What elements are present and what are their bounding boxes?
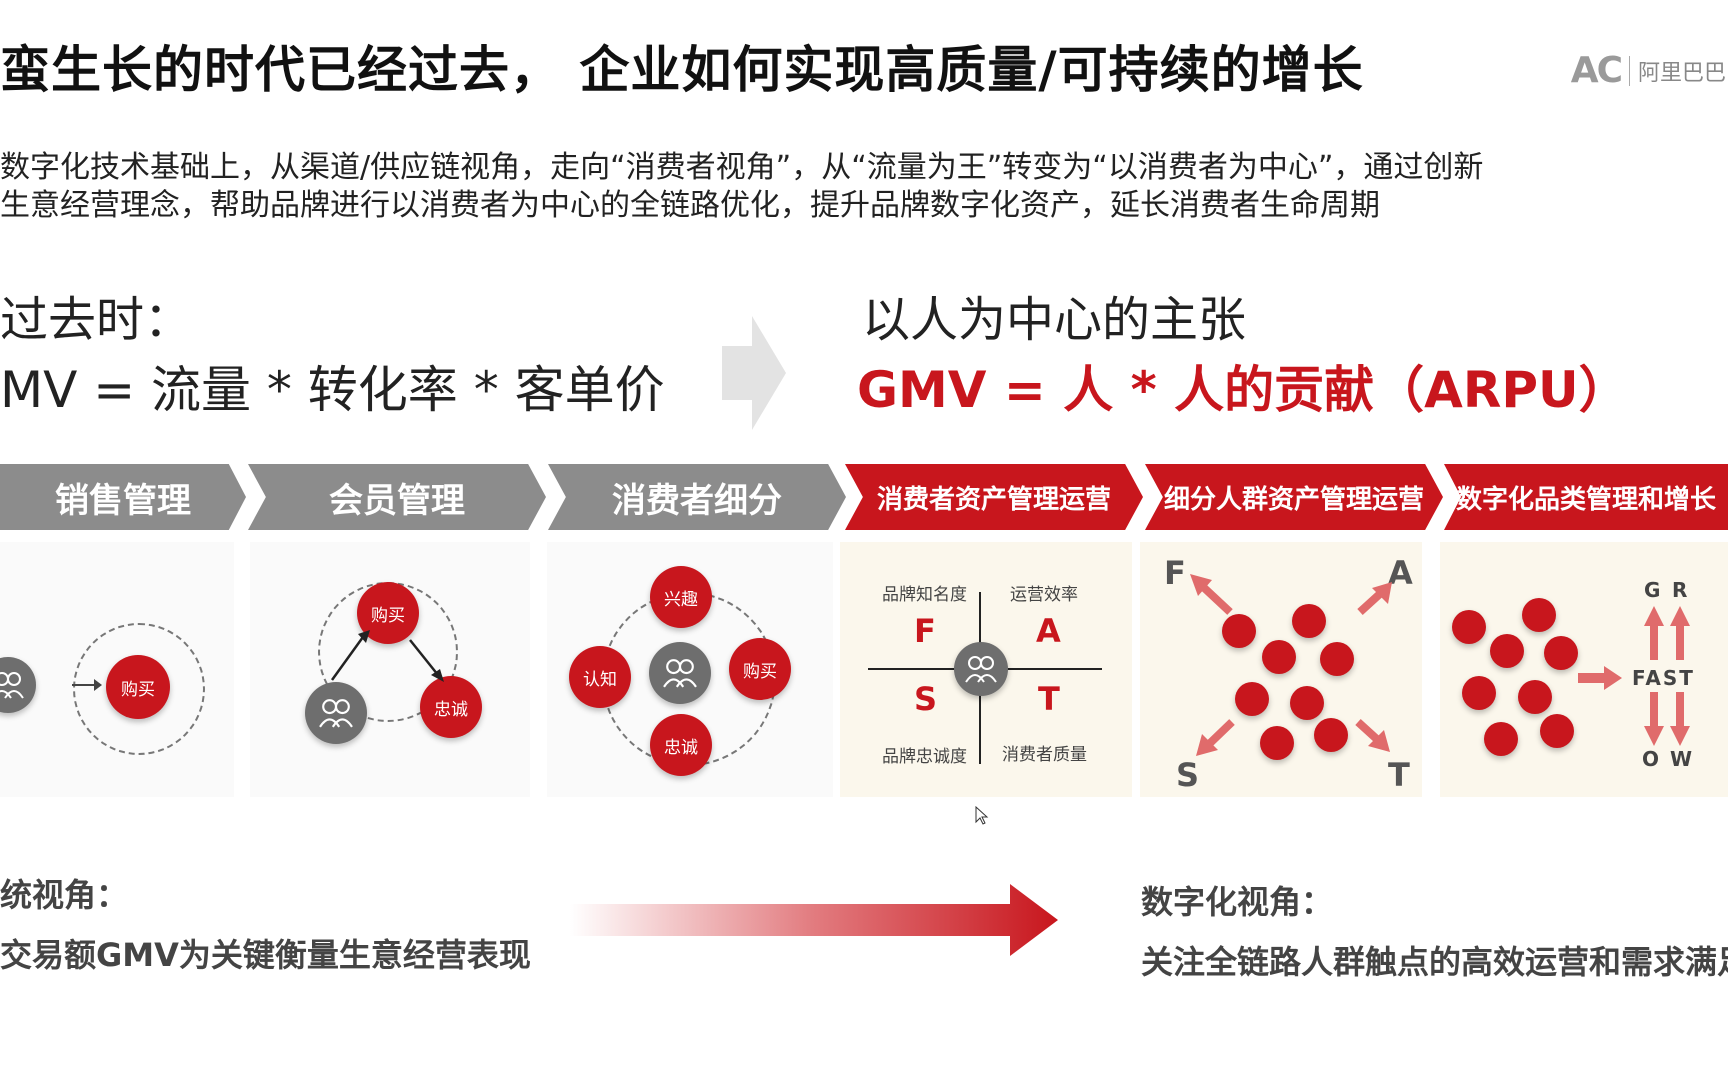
gradient-arrow-icon	[570, 884, 1058, 956]
new-formula: GMV = 人 * 人的贡献（ARPU）	[857, 361, 1629, 419]
person-dot	[1518, 680, 1552, 714]
person-dot	[1462, 676, 1496, 710]
stage-digital-category-growth: 数字化品类管理和增长	[1444, 464, 1728, 530]
buy-node: 购买	[357, 582, 419, 644]
page-title: 蛮生长的时代已经过去， 企业如何实现高质量/可持续的增长	[0, 41, 1364, 99]
mouse-cursor-icon	[975, 806, 989, 825]
divergent-arrows-icon	[1190, 574, 1392, 756]
person-dot	[1235, 682, 1269, 716]
flow-arrows-icon	[330, 630, 444, 682]
letter-t: T	[1038, 680, 1060, 718]
loyal-node: 忠诚	[650, 714, 712, 776]
stage-consumer-asset-ops: 消费者资产管理运营	[845, 464, 1143, 530]
person-dot	[1262, 640, 1296, 674]
person-dot	[1452, 610, 1486, 644]
stage-label: 消费者资产管理运营	[876, 484, 1111, 515]
panel-crowd: F A S T	[1140, 542, 1422, 797]
interest-node: 兴趣	[650, 566, 712, 628]
letter-f: F	[1164, 554, 1186, 592]
stage-member-management: 会员管理	[248, 464, 546, 530]
panel-fast: 品牌知名度 运营效率 F A S T 品牌忠诚度 消费者质量	[840, 542, 1132, 797]
consumer-quality-label: 消费者质量	[1002, 745, 1087, 765]
stage-label: 细分人群资产管理运营	[1163, 484, 1424, 515]
people-icon	[0, 657, 36, 713]
people-icon	[305, 682, 367, 744]
logo-mark: AC	[1570, 50, 1623, 91]
stage-segment-asset-ops: 细分人群资产管理运营	[1145, 464, 1443, 530]
stage-label: 会员管理	[329, 480, 465, 521]
buy-node: 购买	[729, 638, 791, 700]
person-dot	[1260, 726, 1294, 760]
aware-node: 认知	[569, 646, 631, 708]
letter-o: O	[1642, 747, 1662, 771]
new-approach-label: 以人为中心的主张	[862, 292, 1247, 348]
stage-label: 消费者细分	[612, 480, 782, 521]
digital-view-text: 关注全链路人群触点的高效运营和需求满足	[1141, 943, 1728, 981]
letter-a: A	[1388, 554, 1413, 592]
stage-consumer-segmentation: 消费者细分	[548, 464, 846, 530]
person-dot	[1290, 686, 1324, 720]
person-dot	[1522, 598, 1556, 632]
dashed-ring	[73, 623, 205, 755]
past-label: 过去时：	[0, 292, 193, 348]
panel-segment: 兴趣 认知 购买 忠诚	[547, 542, 833, 797]
person-dot	[1292, 604, 1326, 638]
panel-sales: 购买	[0, 542, 234, 797]
stage-label: 销售管理	[55, 480, 191, 521]
grow-arrows-icon	[1578, 606, 1690, 746]
person-dot	[1540, 714, 1574, 748]
person-dot	[1490, 634, 1524, 668]
letter-s: S	[1176, 756, 1200, 794]
panel-category: G R FAST O W	[1440, 542, 1728, 797]
person-dot	[1484, 722, 1518, 756]
fast-word: FAST	[1632, 666, 1695, 690]
traditional-view-label: 统视角：	[0, 876, 129, 914]
people-icon	[954, 642, 1008, 696]
transition-arrow-icon	[722, 316, 786, 430]
letter-s: S	[914, 680, 938, 718]
arrow-right-icon	[72, 679, 102, 691]
letter-f: F	[914, 612, 936, 650]
letter-w: W	[1670, 747, 1695, 771]
stage-sales-management: 销售管理	[0, 464, 246, 530]
loyal-node: 忠诚	[420, 676, 482, 738]
description-line-1: 数字化技术基础上，从渠道/供应链视角，走向“消费者视角”，从“流量为王”转变为“…	[0, 150, 1484, 185]
alibaba-logo: AC 阿里巴巴	[1571, 50, 1726, 91]
logo-divider	[1628, 55, 1630, 86]
brand-awareness-label: 品牌知名度	[882, 585, 967, 605]
brand-loyalty-label: 品牌忠诚度	[882, 747, 967, 767]
panel-member: 购买 忠诚	[250, 542, 530, 797]
letter-g: G	[1644, 578, 1663, 602]
person-dot	[1222, 614, 1256, 648]
description-line-2: 生意经营理念，帮助品牌进行以消费者为中心的全链路优化，提升品牌数字化资产，延长消…	[0, 188, 1380, 223]
logo-text: 阿里巴巴	[1637, 60, 1726, 86]
digital-view-label: 数字化视角：	[1141, 883, 1334, 921]
person-dot	[1544, 636, 1578, 670]
stage-label: 数字化品类管理和增长	[1455, 484, 1716, 515]
traditional-view-text: 交易额GMV为关键衡量生意经营表现	[0, 936, 531, 974]
person-dot	[1314, 718, 1348, 752]
letter-r: R	[1672, 578, 1690, 602]
past-formula: MV = 流量 * 转化率 * 客单价	[0, 361, 665, 419]
people-icon	[649, 642, 711, 704]
person-dot	[1320, 642, 1354, 676]
buy-node: 购买	[106, 655, 170, 719]
ops-efficiency-label: 运营效率	[1010, 585, 1078, 605]
letter-a: A	[1036, 612, 1061, 650]
letter-t: T	[1388, 756, 1410, 794]
